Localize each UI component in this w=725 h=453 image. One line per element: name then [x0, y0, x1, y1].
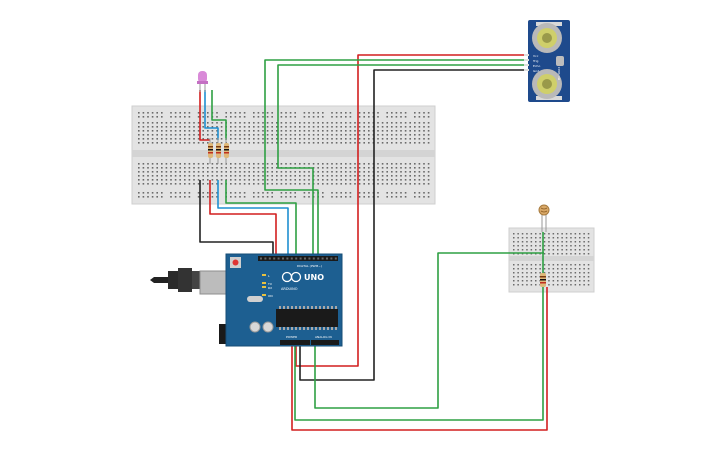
wire-2[interactable] [264, 59, 526, 254]
analog-label: ANALOG IN [315, 335, 332, 339]
wire-3[interactable] [277, 64, 526, 254]
uno-logo-text: UNO [304, 273, 324, 282]
power-label: POWER [286, 335, 297, 339]
capacitor-1 [249, 321, 261, 333]
ultrasonic-sensor[interactable]: Vcc Trig Echo Gnd HC-SR04 [524, 20, 570, 102]
rx-label: RX [268, 286, 272, 290]
wire-1[interactable] [295, 54, 526, 367]
pulldown-resistor[interactable] [540, 273, 546, 287]
sensor-pin-gnd: Gnd [533, 69, 539, 73]
arduino-logo [281, 271, 302, 283]
wire-9[interactable] [209, 180, 277, 254]
wire-4[interactable] [299, 69, 526, 381]
tx-label: TX [267, 282, 272, 286]
l-label: L [268, 274, 270, 278]
wires [199, 54, 548, 431]
breadboard-small[interactable] [508, 227, 595, 293]
digital-label: DIGITAL (PWM~) [297, 264, 322, 268]
capacitor-2 [262, 321, 274, 333]
wire-6[interactable] [204, 90, 219, 140]
microcontroller-chip [276, 309, 338, 327]
breadboard-small-holes [513, 233, 590, 286]
sensor-pins [524, 54, 529, 71]
analog-header [311, 340, 339, 345]
breadboard-holes [138, 112, 430, 198]
sensor-pin-vcc: Vcc [533, 54, 539, 58]
arduino-uno[interactable]: UNO ARDUINO DIGITAL (PWM~) POWER ANALOG … [150, 253, 343, 347]
wire-13[interactable] [294, 232, 544, 421]
on-label: ON [268, 294, 273, 298]
sensor-pin-echo: Echo [533, 64, 540, 68]
led-bulb [198, 71, 207, 83]
wire-7[interactable] [211, 90, 227, 140]
sensor-model-label: HC-SR04 [557, 67, 561, 80]
wire-12[interactable] [314, 252, 544, 409]
breadboard-large[interactable] [131, 105, 436, 205]
wire-11[interactable] [225, 180, 297, 254]
wire-14[interactable] [291, 287, 548, 431]
digital-header [258, 256, 338, 261]
led[interactable] [197, 71, 208, 92]
wire-8[interactable] [199, 180, 274, 254]
wire-10[interactable] [217, 180, 289, 254]
sensor-pin-trig: Trig [532, 59, 538, 63]
usb-cable [150, 268, 200, 292]
photoresistor[interactable] [538, 204, 550, 232]
resistors[interactable] [208, 138, 229, 164]
crystal [247, 296, 263, 302]
wire-5[interactable] [199, 90, 210, 141]
power-header [280, 340, 310, 345]
arduino-brand-text: ARDUINO [281, 287, 298, 291]
